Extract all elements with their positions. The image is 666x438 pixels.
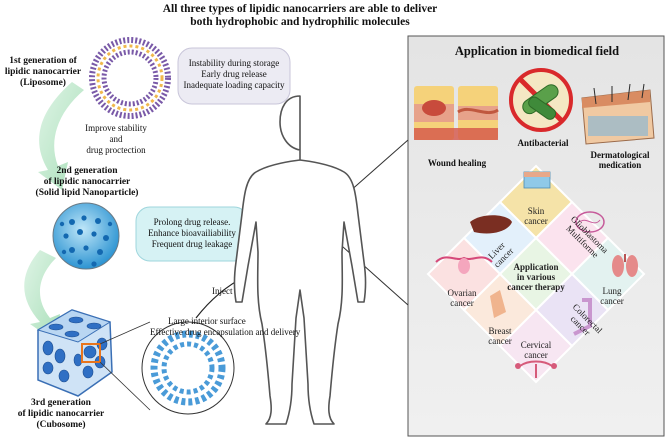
breast-cancer-label-line-2: cancer: [488, 336, 512, 346]
cubosome-illustration: [36, 309, 113, 397]
gen3-feature-2: Effective drug encapsulation and deliver…: [150, 327, 301, 337]
gen2-issue-1: Prolong drug release.: [153, 217, 231, 227]
gen2-issue-2: Enhance bioavailiability: [148, 228, 236, 238]
gen2-issue-3: Frequent drug leakage: [151, 239, 233, 249]
gen1-label-line-2: lipidic nanocarrier: [4, 67, 82, 77]
cancer-therapy-center-label: Application in various cancer therapy: [500, 262, 572, 292]
ovarian-cancer-label-line-2: cancer: [450, 298, 474, 308]
transition-label: Improve stability and drug proctection: [66, 123, 166, 156]
gen3-label-line-1: 3rd generation: [31, 398, 91, 408]
center-label-line-1: Application: [513, 262, 559, 272]
center-label-line-3: cancer therapy: [507, 282, 565, 292]
cancer-diamond-grid: [426, 164, 646, 384]
cervical-cancer-label-line-2: cancer: [524, 350, 548, 360]
inject-label: Inject: [212, 286, 233, 296]
gen1-label-line-1: 1st generation of: [9, 56, 77, 66]
dermatological-caption: Dermatological medication: [580, 150, 660, 170]
gen3-label-line-3: (Cubosome): [36, 420, 86, 430]
liposome-illustration: [89, 37, 171, 119]
gen3-label: 3rd generation of lipidic nanocarrier (C…: [6, 398, 116, 431]
callout-1-bg: [177, 47, 291, 105]
colon-icon: [573, 298, 592, 336]
lung-cancer-label-line-2: cancer: [600, 296, 624, 306]
skin-icon: [523, 171, 551, 189]
cervical-cancer-label-line-1: Cervical: [520, 340, 552, 350]
header-title: All three types of lipidic nanocarriers …: [150, 3, 450, 29]
transition-line-1: Improve stability: [85, 123, 147, 133]
breast-cancer-label: Breast cancer: [478, 326, 522, 346]
lung-cancer-label-line-1: Lung: [602, 286, 622, 296]
gen1-issue-2: Early drug release: [201, 69, 267, 79]
antibacterial-image: [509, 68, 573, 132]
uterus-icon: [515, 360, 557, 378]
brain-icon: [575, 211, 605, 233]
cubosome-zoom-line-2: [99, 361, 151, 411]
gen3-features: Large interior surface Effective drug en…: [150, 316, 330, 338]
gen1-issue-1: Instability during storage: [188, 58, 280, 68]
antibacterial-caption: Antibacterial: [517, 138, 569, 148]
gen2-issues: Prolong drug release. Enhance bioavailia…: [136, 211, 248, 256]
sln-illustration: [52, 202, 120, 270]
ovarian-cancer-label-line-1: Ovarian: [447, 288, 477, 298]
biomedical-title: Application in biomedical field: [454, 44, 620, 58]
cubosome-zoom-line-1: [99, 321, 151, 345]
gen1-label-line-3: (Liposome): [20, 78, 66, 88]
wound-healing-caption: Wound healing: [427, 158, 487, 168]
gen2-label-line-2: of lipidic nanocarrier: [43, 177, 131, 187]
human-body-outline: [233, 95, 367, 425]
wound-healing-image: [414, 86, 499, 140]
gen1-issue-3: Inadequate loading capacity: [183, 80, 285, 90]
breast-icon: [490, 290, 506, 318]
gen3-label-line-2: of lipidic nanocarrier: [17, 409, 105, 419]
cervical-cancer-label: Cervical cancer: [514, 340, 558, 360]
skin-cancer-label-line-2: cancer: [524, 216, 548, 226]
cubosome-zoom-detail: [141, 321, 235, 415]
ovarian-cancer-label: Ovarian cancer: [438, 288, 486, 308]
skin-cancer-label-line-1: Skin: [527, 206, 545, 216]
lung-icon: [612, 254, 638, 277]
transition-line-3: drug proctection: [86, 145, 146, 155]
header-line-2: both hydrophobic and hydrophilic molecul…: [190, 16, 410, 28]
center-label-line-2: in various: [516, 272, 556, 282]
dermatological-caption-line-2: medication: [598, 160, 642, 170]
header-line-1: All three types of lipidic nanocarriers …: [162, 3, 438, 15]
progress-arrow-1: [38, 82, 84, 190]
dermatological-image: [581, 83, 655, 145]
gen2-label-line-1: 2nd generation: [56, 166, 118, 176]
skin-cancer-label: Skin cancer: [516, 206, 556, 226]
breast-cancer-label-line-1: Breast: [488, 326, 512, 336]
ovary-icon: [435, 256, 493, 274]
gen2-label: 2nd generation of lipidic nanocarrier (S…: [20, 166, 154, 199]
gen2-label-line-3: (Solid lipid Nanoparticle): [35, 188, 139, 198]
gen1-issues: Instability during storage Early drug re…: [178, 52, 290, 97]
gen1-label: 1st generation of lipidic nanocarrier (L…: [2, 56, 84, 89]
lung-cancer-label: Lung cancer: [592, 286, 632, 306]
transition-line-2: and: [109, 134, 123, 144]
gen3-feature-1: Large interior surface: [168, 316, 246, 326]
progress-arrow-2: [24, 250, 60, 342]
dermatological-caption-line-1: Dermatological: [590, 150, 650, 160]
liver-icon: [470, 215, 512, 234]
